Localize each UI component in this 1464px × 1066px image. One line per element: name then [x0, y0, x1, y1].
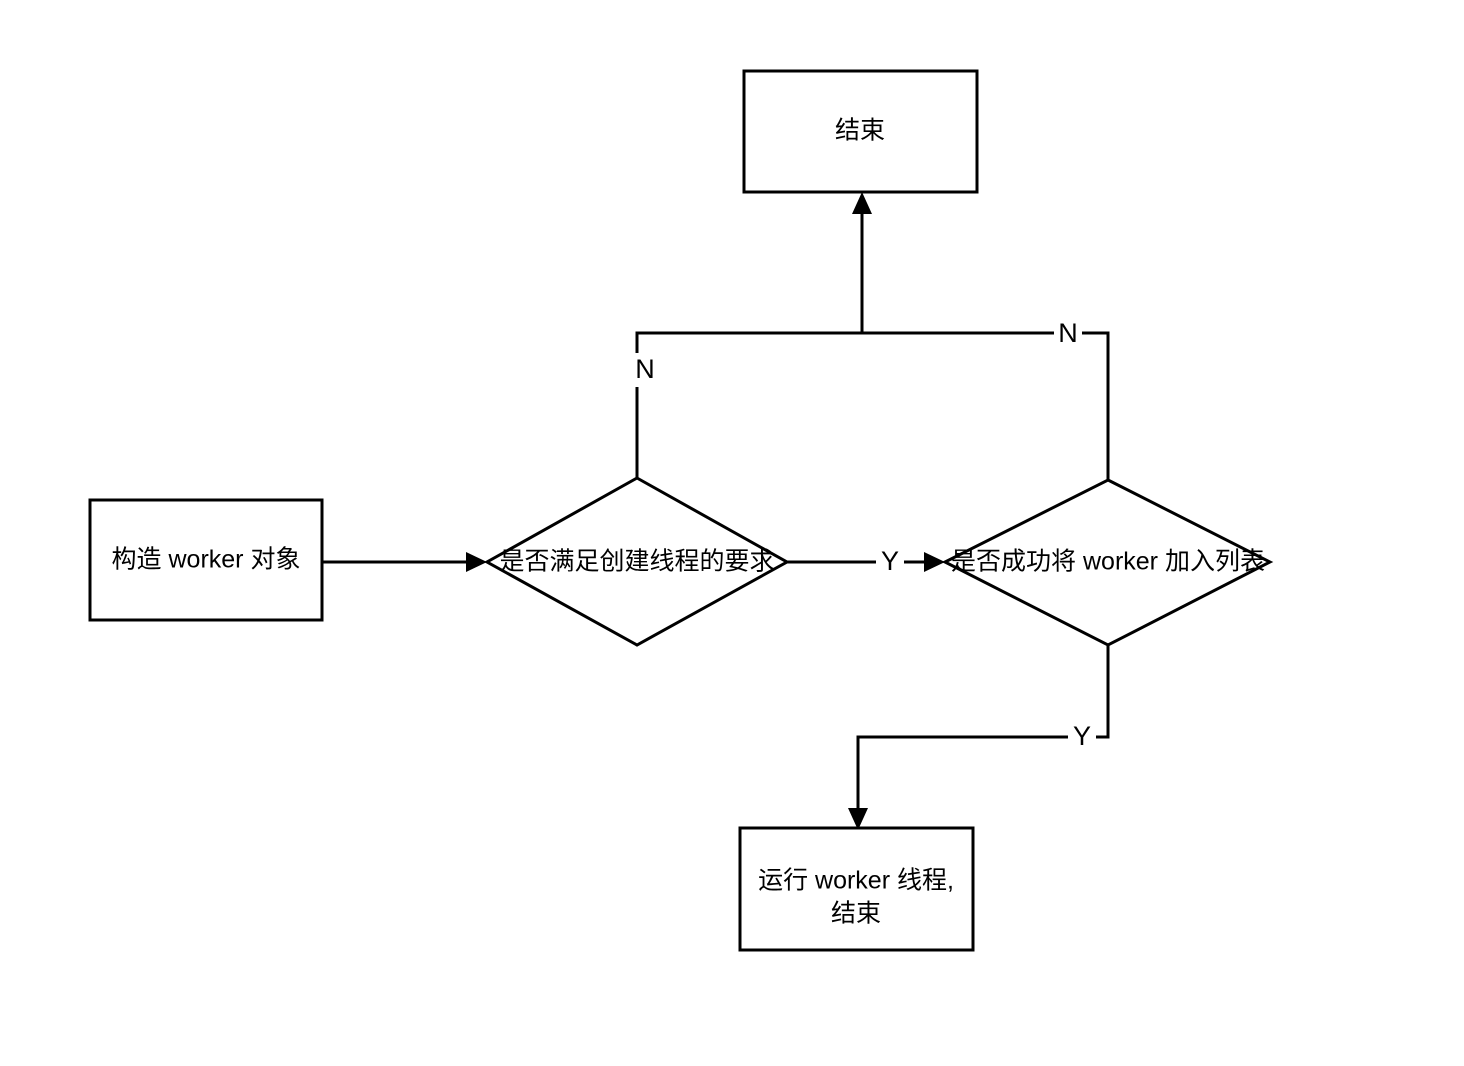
node-run-worker[interactable]: 运行 worker 线程, 结束	[738, 826, 975, 952]
edge-line	[635, 331, 862, 478]
edge-label-yes-decision2: Y	[1073, 721, 1091, 751]
node-end-shape[interactable]	[742, 69, 979, 194]
node-check-add-worker-shape[interactable]	[941, 478, 1274, 647]
edge-decision2-no-to-end: N	[862, 318, 1110, 480]
node-build-worker[interactable]: 构造 worker 对象	[88, 498, 324, 622]
edge-label-backdrop	[876, 546, 904, 578]
node-build-worker-label: 构造 worker 对象	[112, 546, 301, 574]
node-run-worker-label-line1: 运行 worker 线程,	[758, 867, 954, 895]
edge-label-backdrop	[630, 353, 658, 387]
arrow-head-icon	[848, 808, 868, 830]
edge-label-backdrop	[1054, 318, 1082, 350]
node-check-create-thread-label: 是否满足创建线程的要求	[499, 548, 774, 576]
node-check-create-thread[interactable]: 是否满足创建线程的要求	[483, 476, 791, 647]
edge-line	[856, 645, 1110, 812]
edge-decision2-yes-to-run-worker: Y	[848, 645, 1110, 830]
node-check-create-thread-shape[interactable]	[483, 476, 791, 647]
node-end-label: 结束	[835, 117, 885, 145]
edge-label-backdrop	[1068, 721, 1096, 753]
node-check-add-worker-label: 是否成功将 worker 加入列表	[951, 548, 1265, 576]
node-end[interactable]: 结束	[742, 69, 979, 194]
arrow-head-icon	[466, 552, 487, 572]
node-build-worker-shape[interactable]	[88, 498, 324, 622]
arrow-head-icon	[924, 552, 945, 572]
node-run-worker-shape[interactable]	[738, 826, 975, 952]
edge-label-no-decision2: N	[1058, 318, 1078, 348]
edge-line	[862, 331, 1110, 480]
edge-build-worker-to-decision1	[322, 552, 487, 572]
edge-label-yes-decision1: Y	[881, 546, 899, 576]
edge-label-no-decision1: N	[635, 354, 655, 384]
node-check-add-worker[interactable]: 是否成功将 worker 加入列表	[941, 478, 1274, 647]
node-run-worker-label-line2: 结束	[831, 900, 881, 928]
arrow-head-icon	[852, 192, 872, 214]
edge-decision1-yes-to-decision2: Y	[787, 546, 945, 578]
edge-merge-to-end-arrow	[852, 192, 872, 333]
edge-decision1-no-to-end: N	[630, 331, 862, 478]
